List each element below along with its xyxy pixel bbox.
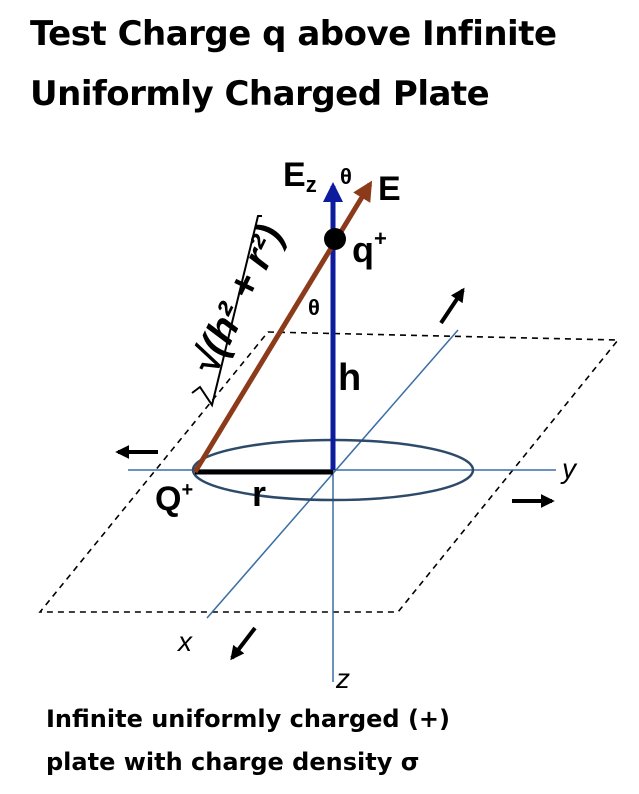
height-label: h	[338, 357, 361, 399]
e-field-label: E	[378, 170, 401, 208]
z-axis-label: z	[335, 663, 350, 694]
caption-line-2: plate with charge density σ	[46, 748, 420, 776]
caption-line-1: Infinite uniformly charged (+)	[46, 705, 451, 733]
ez-label: Ez	[283, 156, 317, 197]
sqrt-symbol	[191, 215, 262, 408]
source-charge-label: Q+	[155, 479, 193, 518]
theta-mid-label: θ	[308, 295, 320, 320]
radius-label: r	[252, 473, 266, 514]
diagram-title-line-1: Test Charge q above Infinite	[30, 14, 557, 54]
test-charge-dot	[324, 228, 346, 250]
x-axis-label: x	[176, 626, 193, 657]
diagram-title-line-2: Uniformly Charged Plate	[30, 74, 490, 114]
plate-outline	[38, 331, 620, 613]
distance-formula-label: √(h² + r²)	[183, 218, 293, 382]
theta-top-label: θ	[340, 164, 352, 189]
test-charge-label: q+	[352, 226, 387, 270]
y-axis-label: y	[560, 453, 578, 484]
outward-arrow-up-right	[439, 287, 465, 325]
outward-arrow-down-left	[230, 626, 257, 661]
